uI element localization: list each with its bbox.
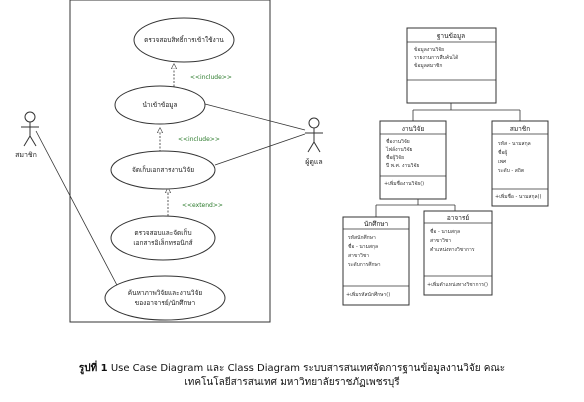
- use-case-store-documents-label: จัดเก็บเอกสารงานวิจัย: [132, 165, 194, 174]
- actor-member-label: สมาชิก: [15, 151, 37, 159]
- class-database: ฐานข้อมูล ข้อมูลงานวิจัย รายงานการสืบค้น…: [406, 27, 497, 104]
- class-member-attr: ชื่อผู้: [498, 149, 507, 156]
- class-research-attr: ไฟล์งานวิจัย: [385, 146, 413, 153]
- class-student-name: นักศึกษา: [364, 220, 389, 228]
- class-member-attr: ระดับ - สถิต: [498, 167, 524, 174]
- figure-caption: รูปที่ 1 Use Case Diagram และ Class Diag…: [0, 362, 584, 390]
- system-boundary: [69, 0, 271, 323]
- caption-figure-number: รูปที่ 1: [78, 363, 108, 374]
- class-student-attr: ชื่อ - นามสกุล: [348, 243, 378, 250]
- use-case-search-research-label-1: ค้นหาภาพวิจัยและงานวิจัย: [128, 289, 203, 297]
- class-database-attr: ข้อมูลสมาชิก: [414, 62, 442, 69]
- class-student: นักศึกษา รหัสนักศึกษา ชื่อ - นามสกุล สาข…: [342, 216, 410, 306]
- class-teacher-attr: ชื่อ - นามสกุล: [430, 228, 460, 235]
- use-case-search-research: ค้นหาภาพวิจัยและงานวิจัย ของอาจารย์/นักศ…: [104, 275, 226, 321]
- class-database-attr: รายงานการสืบค้นได้: [414, 54, 458, 61]
- class-teacher-attr: ตำแหน่งทางวิชาการ: [430, 246, 475, 253]
- class-teacher-attr: สาขาวิชา: [430, 237, 451, 244]
- class-research-attr: ปี พ.ศ. งานวิจัย: [386, 162, 420, 169]
- class-member-attr: เพศ: [498, 159, 507, 165]
- use-case-verify-electronic-label-1: ตรวจสอบและจัดเก็บ: [134, 228, 191, 237]
- class-research: งานวิจัย ชื่องานวิจัย ไฟล์งานวิจัย ชื่อผ…: [379, 120, 447, 200]
- class-database-name: ฐานข้อมูล: [437, 32, 465, 40]
- class-student-op: +เพิ่มรหัสนักศึกษา(): [346, 291, 390, 298]
- use-case-verify-electronic: ตรวจสอบและจัดเก็บ เอกสารอิเล็กทรอนิกส์: [110, 215, 216, 261]
- stereotype-include-1: <<include>>: [190, 74, 232, 81]
- class-teacher-op: +เพิ่มตำแหน่งทางวิชาการ(): [427, 281, 488, 288]
- use-case-check-access-label: ตรวจสอบสิทธิ์การเข้าใช้งาน: [144, 35, 224, 44]
- association-lines: [35, 103, 306, 290]
- caption-text-1: Use Case Diagram และ Class Diagram ระบบส…: [107, 363, 506, 374]
- class-research-name: งานวิจัย: [402, 125, 425, 133]
- use-case-import-data-label: นำเข้าข้อมูล: [142, 101, 177, 109]
- class-teacher-name: อาจารย์: [447, 214, 470, 222]
- caption-line-2: เทคโนโลยีสารสนเทศ มหาวิทยาลัยราชภัฏเพชรบ…: [184, 377, 400, 388]
- class-member-attr: รหัส - นามสกุล: [498, 141, 531, 147]
- caption-line-1: รูปที่ 1 Use Case Diagram และ Class Diag…: [0, 362, 584, 376]
- use-case-import-data: นำเข้าข้อมูล: [114, 85, 206, 125]
- class-research-op: +เพิ่มชื่องานวิจัย(): [384, 180, 424, 187]
- actor-member: [21, 111, 39, 147]
- actor-admin-label: ผู้ดูแล: [305, 158, 322, 166]
- class-relations: [375, 103, 521, 217]
- class-member-op: +เพิ่มชื่อ - นามสกุล(): [495, 193, 541, 200]
- class-student-attr: สาขาวิชา: [348, 252, 369, 259]
- dependency-arrows: [160, 64, 174, 216]
- stereotype-include-2: <<include>>: [178, 136, 220, 143]
- use-case-store-documents: จัดเก็บเอกสารงานวิจัย: [110, 150, 216, 190]
- class-research-attr: ชื่อผู้วิจัย: [386, 154, 404, 161]
- class-database-attr: ข้อมูลงานวิจัย: [414, 46, 444, 53]
- use-case-search-research-label-2: ของอาจารย์/นักศึกษา: [135, 299, 196, 307]
- use-case-verify-electronic-label-2: เอกสารอิเล็กทรอนิกส์: [133, 238, 192, 247]
- actor-admin: [305, 117, 323, 153]
- class-student-attr: รหัสนักศึกษา: [348, 234, 376, 241]
- class-research-attr: ชื่องานวิจัย: [386, 138, 410, 145]
- class-member: สมาชิก รหัส - นามสกุล ชื่อผู้ เพศ ระดับ …: [491, 120, 549, 207]
- use-case-check-access: ตรวจสอบสิทธิ์การเข้าใช้งาน: [133, 17, 235, 63]
- stereotype-extend: <<extend>>: [182, 202, 223, 209]
- class-teacher: อาจารย์ ชื่อ - นามสกุล สาขาวิชา ตำแหน่งท…: [423, 210, 493, 296]
- class-member-name: สมาชิก: [510, 125, 530, 133]
- class-student-attr: ระดับการศึกษา: [348, 261, 381, 268]
